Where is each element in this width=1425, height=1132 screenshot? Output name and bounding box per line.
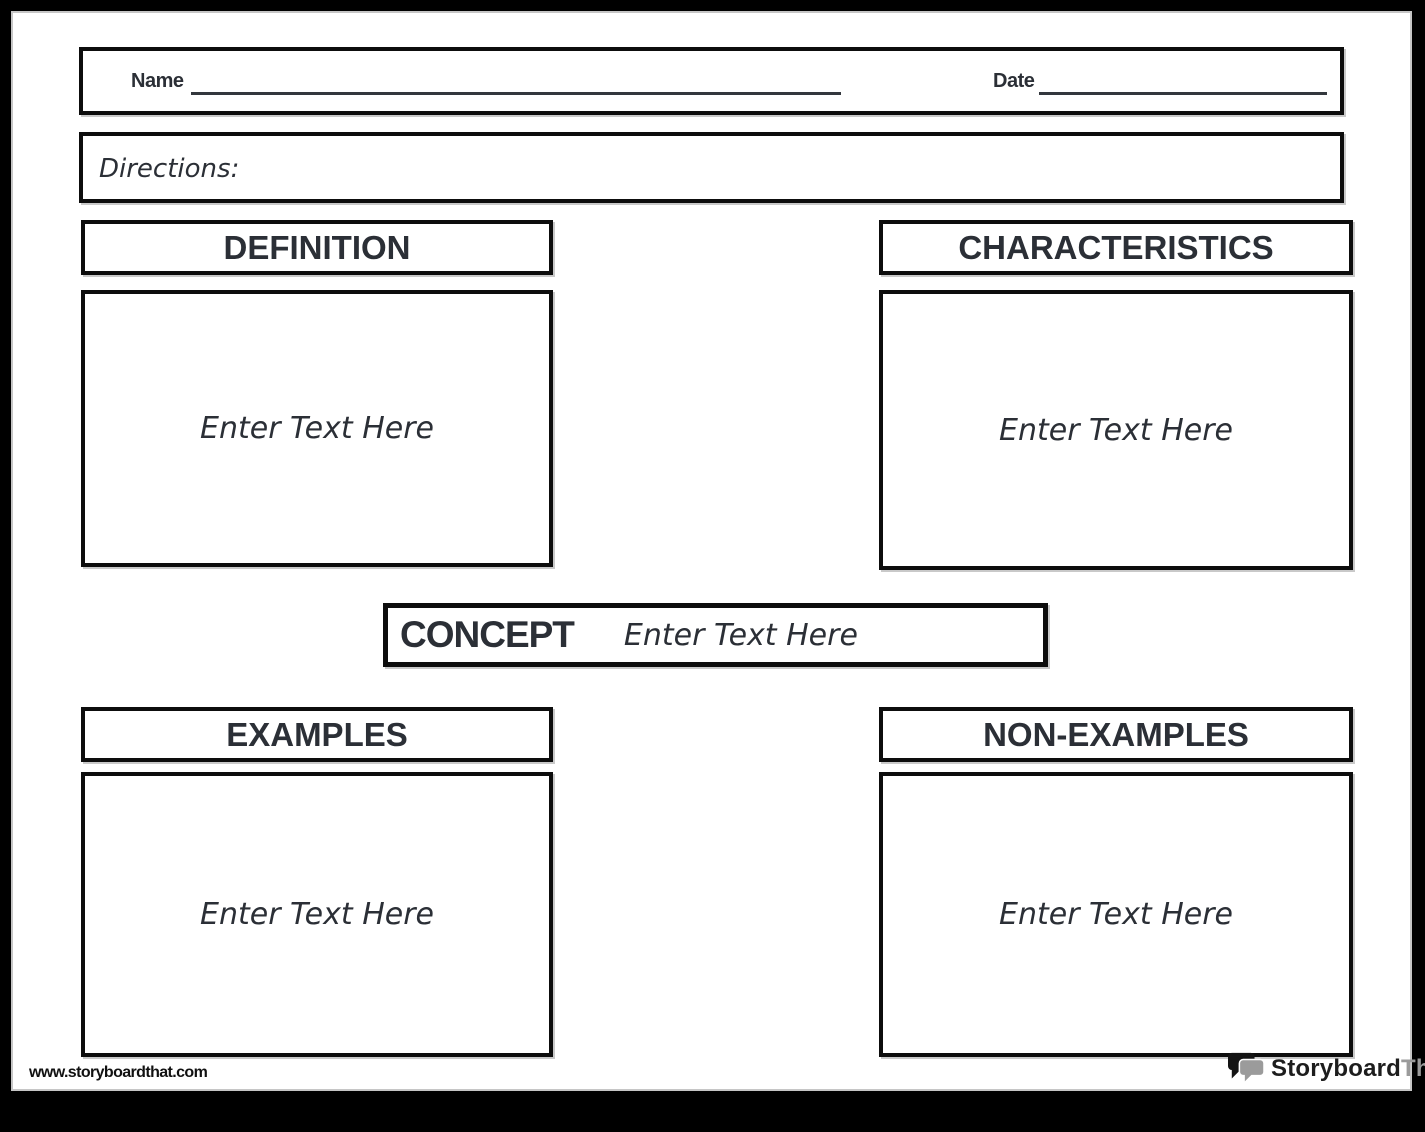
website-url: www.storyboardthat.com bbox=[29, 1064, 208, 1081]
examples-header: EXAMPLES bbox=[81, 707, 553, 762]
non-examples-placeholder[interactable]: Enter Text Here bbox=[999, 897, 1233, 932]
definition-content-box[interactable]: Enter Text Here bbox=[81, 290, 553, 567]
examples-title: EXAMPLES bbox=[226, 715, 408, 753]
concept-box[interactable]: CONCEPT Enter Text Here bbox=[383, 603, 1048, 667]
definition-placeholder[interactable]: Enter Text Here bbox=[200, 411, 434, 446]
worksheet-page: Name Date Directions: DEFINITION Enter T… bbox=[11, 11, 1425, 1091]
concept-placeholder[interactable]: Enter Text Here bbox=[623, 617, 858, 653]
date-label: Date bbox=[993, 70, 1035, 92]
directions-box[interactable]: Directions: bbox=[79, 132, 1344, 203]
date-input-line[interactable] bbox=[1039, 92, 1327, 95]
name-input-line[interactable] bbox=[191, 92, 841, 95]
name-date-box: Name Date bbox=[79, 47, 1344, 115]
characteristics-title: CHARACTERISTICS bbox=[958, 228, 1274, 266]
speech-bubbles-icon bbox=[1228, 1052, 1265, 1086]
characteristics-content-box[interactable]: Enter Text Here bbox=[879, 290, 1353, 570]
name-label: Name bbox=[131, 70, 184, 92]
logo-text: StoryboardThat bbox=[1271, 1055, 1425, 1083]
non-examples-title: NON-EXAMPLES bbox=[983, 715, 1249, 753]
logo-text-primary: Storyboard bbox=[1271, 1055, 1402, 1082]
concept-title: CONCEPT bbox=[400, 614, 575, 655]
definition-title: DEFINITION bbox=[223, 228, 411, 266]
examples-placeholder[interactable]: Enter Text Here bbox=[200, 897, 434, 932]
non-examples-header: NON-EXAMPLES bbox=[879, 707, 1353, 762]
directions-label: Directions: bbox=[99, 154, 240, 184]
non-examples-content-box[interactable]: Enter Text Here bbox=[879, 772, 1353, 1057]
characteristics-header: CHARACTERISTICS bbox=[879, 220, 1353, 275]
logo-text-secondary: That bbox=[1401, 1055, 1425, 1082]
examples-content-box[interactable]: Enter Text Here bbox=[81, 772, 553, 1057]
storyboardthat-logo: StoryboardThat bbox=[1227, 1051, 1425, 1087]
characteristics-placeholder[interactable]: Enter Text Here bbox=[999, 412, 1233, 448]
definition-header: DEFINITION bbox=[81, 220, 553, 275]
